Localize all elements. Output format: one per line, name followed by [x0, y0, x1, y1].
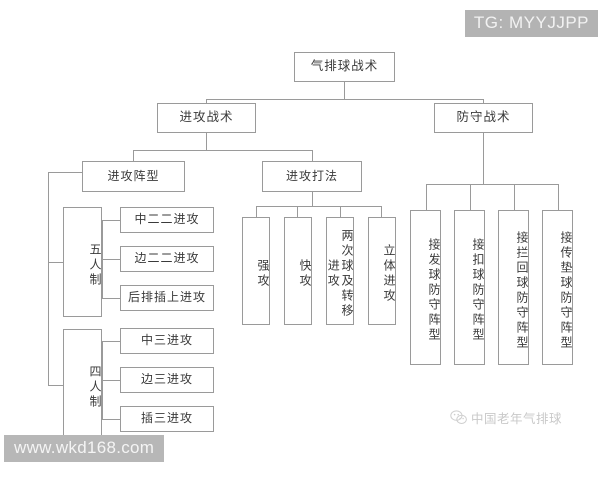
node-five-child-1[interactable]: 中二二进攻	[120, 207, 214, 233]
node-playstyle-2[interactable]: 快攻	[284, 217, 312, 325]
node-playstyle-4[interactable]: 立体进攻	[368, 217, 396, 325]
connector-level3-bus	[133, 150, 312, 151]
connector-play-1	[256, 206, 257, 217]
node-five-child-3[interactable]: 后排插上进攻	[120, 285, 214, 311]
connector-five-child-2	[102, 259, 120, 260]
connector-offense-stem	[206, 133, 207, 150]
node-defense-tactics[interactable]: 防守战术	[434, 103, 533, 133]
connector-five-child-1	[102, 220, 120, 221]
node-five-child-2[interactable]: 边二二进攻	[120, 246, 214, 272]
connector-root-stem	[344, 82, 345, 100]
connector-defense-bus	[426, 184, 559, 185]
connector-four-child-2	[102, 380, 120, 381]
node-four-child-1[interactable]: 中三进攻	[120, 328, 214, 354]
connector-defense-stem	[483, 133, 484, 184]
connector-def-1	[426, 184, 427, 210]
node-five-player-system[interactable]: 五人制	[63, 207, 102, 317]
node-playstyle-3[interactable]: 两次球及转移进攻	[326, 217, 354, 325]
connector-def-3	[514, 184, 515, 210]
wechat-icon	[450, 410, 467, 425]
node-four-child-2[interactable]: 边三进攻	[120, 367, 214, 393]
node-four-child-3[interactable]: 插三进攻	[120, 406, 214, 432]
connector-play-4	[381, 206, 382, 217]
connector-four-child-spine	[102, 341, 103, 419]
connector-play-2	[297, 206, 298, 217]
node-attack-playstyle[interactable]: 进攻打法	[262, 161, 362, 192]
node-four-player-system[interactable]: 四人制	[63, 329, 102, 439]
connector-five-child-spine	[102, 220, 103, 298]
node-defense-1[interactable]: 接发球防守阵型	[410, 210, 441, 365]
connector-formation-left	[48, 172, 82, 173]
connector-playstyle-bus	[256, 206, 381, 207]
node-attack-formation[interactable]: 进攻阵型	[82, 161, 185, 192]
connector-four-child-1	[102, 341, 120, 342]
wechat-watermark: 中国老年气排球	[450, 408, 562, 427]
node-defense-4[interactable]: 接传垫球防守阵型	[542, 210, 573, 365]
node-root[interactable]: 气排球战术	[294, 52, 395, 82]
connector-def-2	[470, 184, 471, 210]
site-url-watermark: www.wkd168.com	[4, 435, 165, 462]
node-playstyle-1[interactable]: 强攻	[242, 217, 270, 325]
connector-playstyle-stem	[312, 192, 313, 206]
connector-formation-drop	[133, 150, 134, 161]
tg-tag-overlay: TG: MYYJJPP	[464, 10, 598, 37]
connector-play-3	[340, 206, 341, 217]
connector-def-4	[558, 184, 559, 210]
wechat-watermark-label: 中国老年气排球	[471, 412, 563, 426]
connector-level2-bus	[206, 99, 483, 100]
connector-formation-spine	[48, 172, 49, 385]
connector-five-child-3	[102, 298, 120, 299]
connector-four-system	[48, 385, 63, 386]
connector-playstyle-drop	[312, 150, 313, 161]
node-defense-2[interactable]: 接扣球防守阵型	[454, 210, 485, 365]
connector-four-child-3	[102, 419, 120, 420]
node-offense-tactics[interactable]: 进攻战术	[157, 103, 256, 133]
node-defense-3[interactable]: 接拦回球防守阵型	[498, 210, 529, 365]
connector-five-system	[48, 262, 63, 263]
